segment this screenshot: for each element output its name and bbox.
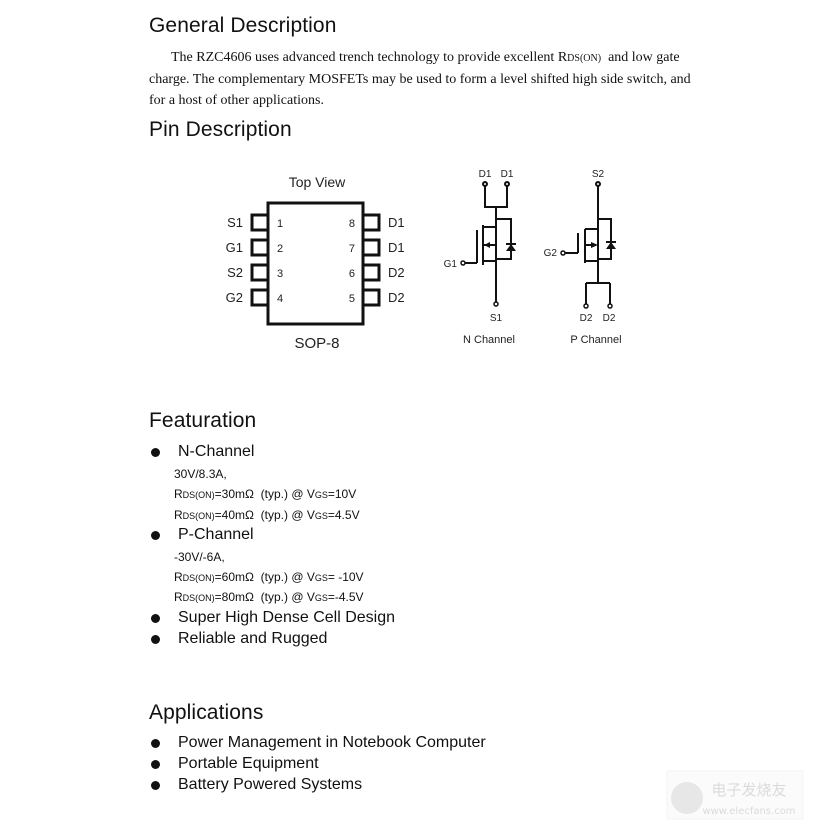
desc-line1-post: and low gate xyxy=(601,50,680,65)
bullet-icon xyxy=(151,780,160,790)
p-source-label: S2 xyxy=(592,169,605,180)
bullet-icon xyxy=(151,613,160,623)
feature-label: N-Channel xyxy=(178,443,255,460)
n-gate-label: G1 xyxy=(444,259,458,270)
p-arrow-icon xyxy=(591,242,598,248)
pin4-num: 4 xyxy=(277,293,283,305)
feature-label: P-Channel xyxy=(178,526,254,543)
pin8-name: D1 xyxy=(388,215,405,230)
watermark-icon: 电子发烧友 www.elecfans.com xyxy=(666,770,804,820)
n-source-label: S1 xyxy=(490,313,503,324)
left-pins xyxy=(250,213,270,307)
svg-text:电子发烧友: 电子发烧友 xyxy=(711,781,786,799)
desc-line2: charge. The complementary MOSFETs may be… xyxy=(149,72,691,87)
desc-line1-sub: DS(ON) xyxy=(567,53,602,64)
package-name-label: SOP-8 xyxy=(294,335,339,352)
watermark-logo: 电子发烧友 www.elecfans.com xyxy=(665,768,805,823)
top-view-label: Top View xyxy=(289,174,346,190)
pin-description-heading: Pin Description xyxy=(149,118,292,141)
p-channel-spec-1: RDS(ON)=60mΩ (typ.) @ VGS= -10V xyxy=(174,570,364,584)
feature-reliable: Reliable and Rugged xyxy=(150,630,327,648)
featuration-heading: Featuration xyxy=(149,409,257,432)
pin2-num: 2 xyxy=(277,243,283,255)
p-drain-a-label: D2 xyxy=(580,313,593,324)
p-body-diode-icon xyxy=(606,242,616,249)
n-drain-a-label: D1 xyxy=(479,169,492,180)
p-channel-label: P Channel xyxy=(570,334,621,346)
n-channel-mosfet-symbol: D1 D1 G1 S1 N Channel xyxy=(444,169,516,346)
feature-label: Reliable and Rugged xyxy=(178,630,328,647)
bullet-icon xyxy=(151,634,160,644)
pin8-num: 8 xyxy=(349,218,355,230)
pin4-name: G2 xyxy=(226,290,243,305)
svg-text:www.elecfans.com: www.elecfans.com xyxy=(702,806,795,817)
bullet-icon xyxy=(151,530,160,540)
n-body-diode-icon xyxy=(506,244,516,251)
pin7-name: D1 xyxy=(388,240,405,255)
pin1-name: S1 xyxy=(227,215,243,230)
bullet-icon xyxy=(151,447,160,457)
n-channel-spec-2: RDS(ON)=40mΩ (typ.) @ VGS=4.5V xyxy=(174,508,360,522)
pin3-num: 3 xyxy=(277,268,283,280)
pin3-name: S2 xyxy=(227,265,243,280)
application-item: Portable Equipment xyxy=(150,755,319,773)
desc-line1-pre: The RZC4606 uses advanced trench technol… xyxy=(171,50,568,65)
p-drain-b-label: D2 xyxy=(603,313,616,324)
application-label: Portable Equipment xyxy=(178,755,319,772)
pin7-num: 7 xyxy=(349,243,355,255)
n-arrow-icon xyxy=(484,242,490,248)
n-drain-b-label: D1 xyxy=(501,169,514,180)
n-channel-label: N Channel xyxy=(463,334,515,346)
pin6-num: 6 xyxy=(349,268,355,280)
application-label: Power Management in Notebook Computer xyxy=(178,734,486,751)
sop8-package-diagram: Top View S1 G1 S2 G2 1 2 3 4 8 7 6 5 D1 … xyxy=(226,174,405,352)
pin6-name: D2 xyxy=(388,265,405,280)
application-item: Battery Powered Systems xyxy=(150,776,362,794)
application-item: Power Management in Notebook Computer xyxy=(150,734,486,752)
right-pins xyxy=(361,213,381,307)
n-channel-spec-1: RDS(ON)=30mΩ (typ.) @ VGS=10V xyxy=(174,487,357,501)
p-gate-label: G2 xyxy=(544,248,558,259)
bullet-icon xyxy=(151,738,160,748)
application-label: Battery Powered Systems xyxy=(178,776,363,793)
p-channel-rating: -30V/-6A, xyxy=(174,550,225,564)
feature-p-channel: P-Channel xyxy=(150,526,254,544)
pin5-num: 5 xyxy=(349,293,355,305)
pin5-name: D2 xyxy=(388,290,405,305)
n-channel-rating: 30V/8.3A, xyxy=(174,467,227,481)
feature-dense-cell: Super High Dense Cell Design xyxy=(150,609,395,627)
feature-n-channel: N-Channel xyxy=(150,443,254,461)
pin1-num: 1 xyxy=(277,218,283,230)
general-description-heading: General Description xyxy=(149,14,337,37)
p-channel-mosfet-symbol: S2 G2 D2 D2 P Channel xyxy=(544,169,622,346)
desc-line3: for a host of other applications. xyxy=(149,93,324,108)
general-description-paragraph: The RZC4606 uses advanced trench technol… xyxy=(149,47,719,111)
bullet-icon xyxy=(151,759,160,769)
applications-heading: Applications xyxy=(149,701,264,724)
pin2-name: G1 xyxy=(226,240,243,255)
p-channel-spec-2: RDS(ON)=80mΩ (typ.) @ VGS=-4.5V xyxy=(174,590,364,604)
feature-label: Super High Dense Cell Design xyxy=(178,609,395,626)
